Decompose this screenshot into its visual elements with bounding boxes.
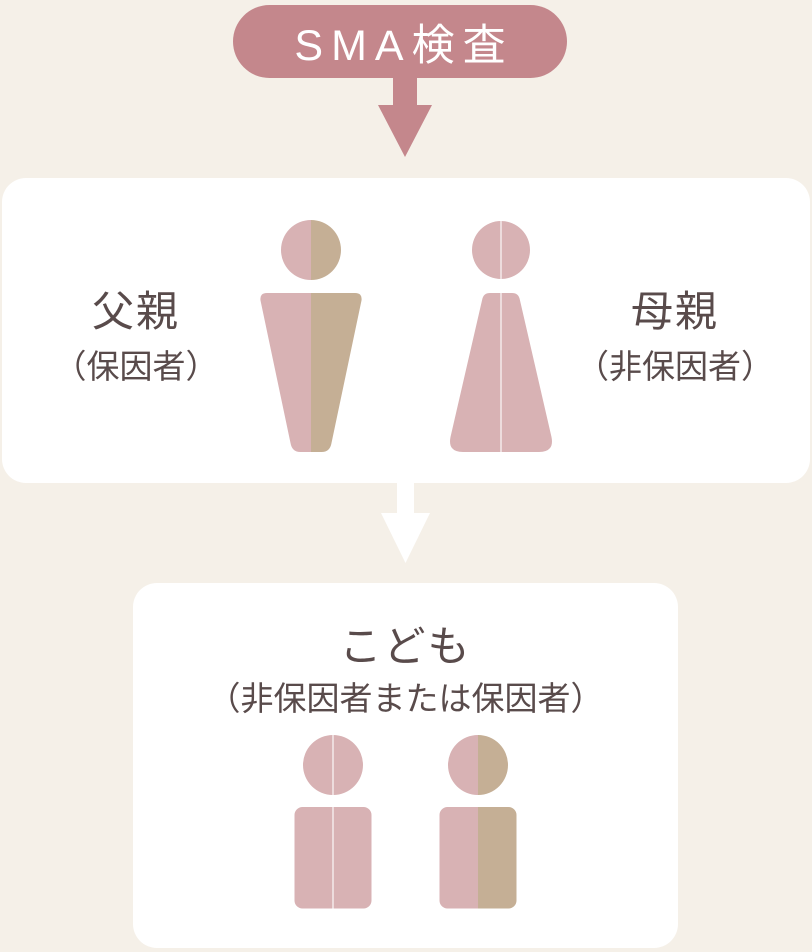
children-box: こども （非保因者または保因者） xyxy=(133,583,678,948)
children-title: こども xyxy=(339,623,472,670)
mother-noncarrier-icon xyxy=(450,221,552,452)
mother-label: 母親 xyxy=(630,288,719,335)
sma-test-badge-label: SMA検査 xyxy=(294,21,514,70)
father-status: （保因者） xyxy=(53,348,219,386)
child-noncarrier-icon xyxy=(294,735,372,909)
mother-status: （非保因者） xyxy=(576,348,774,386)
father-label-block: 父親 （保因者） xyxy=(16,288,256,386)
children-subtitle: （非保因者または保因者） xyxy=(207,680,604,717)
parents-box: 父親 （保因者） xyxy=(2,178,810,483)
child-carrier-icon xyxy=(439,735,517,909)
arrow-down-icon xyxy=(378,78,432,157)
father-label: 父親 xyxy=(91,288,180,335)
arrow-down-icon xyxy=(381,483,430,563)
father-carrier-icon xyxy=(260,220,362,452)
mother-label-block: 母親 （非保因者） xyxy=(555,288,795,386)
sma-test-badge: SMA検査 xyxy=(233,5,567,78)
